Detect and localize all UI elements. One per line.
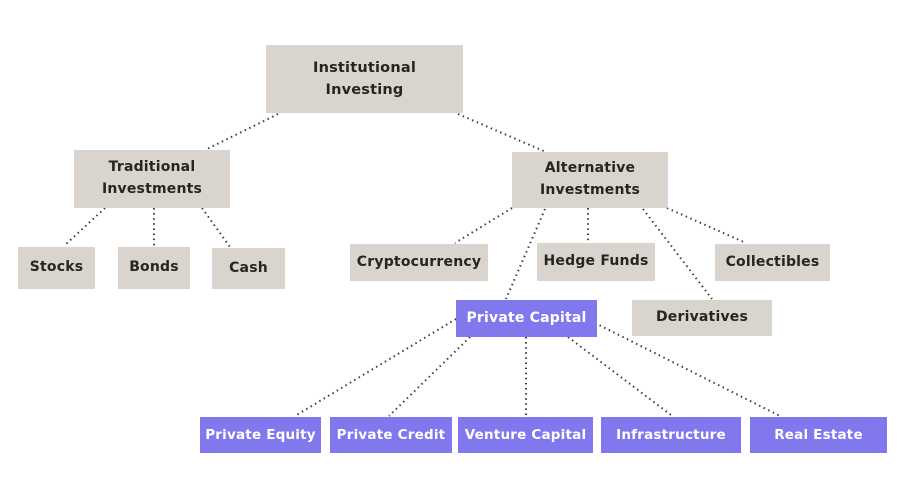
node-private-equity: Private Equity	[200, 417, 321, 453]
edge-traditional-cash	[201, 207, 231, 248]
node-alternative-investments: Alternative Investments	[512, 152, 668, 208]
edge-alternative-derivatives	[642, 208, 713, 300]
node-stocks: Stocks	[18, 247, 95, 289]
node-private-capital: Private Capital	[456, 300, 597, 337]
edge-root-traditional	[204, 113, 279, 151]
node-venture-capital: Venture Capital	[458, 417, 593, 453]
edge-private-capital-private-credit	[388, 336, 471, 417]
node-bonds: Bonds	[118, 247, 190, 289]
node-real-estate: Real Estate	[750, 417, 887, 453]
edge-root-alternative	[457, 113, 547, 153]
edge-traditional-stocks	[63, 207, 106, 247]
node-derivatives: Derivatives	[632, 300, 772, 336]
edge-alternative-cryptocurrency	[454, 207, 513, 244]
node-private-credit: Private Credit	[330, 417, 452, 453]
node-traditional-investments: Traditional Investments	[74, 150, 230, 208]
edge-private-capital-real-estate	[594, 322, 781, 417]
node-hedge-funds: Hedge Funds	[537, 243, 655, 281]
node-infrastructure: Infrastructure	[601, 417, 741, 453]
edge-alternative-private-capital	[505, 208, 546, 300]
node-collectibles: Collectibles	[715, 244, 830, 281]
node-cash: Cash	[212, 248, 285, 289]
edge-private-capital-infrastructure	[567, 336, 672, 416]
node-institutional-investing: Institutional Investing	[266, 45, 463, 113]
edge-alternative-collectibles	[666, 207, 747, 244]
node-cryptocurrency: Cryptocurrency	[350, 244, 488, 281]
edge-private-capital-private-equity	[294, 318, 457, 417]
